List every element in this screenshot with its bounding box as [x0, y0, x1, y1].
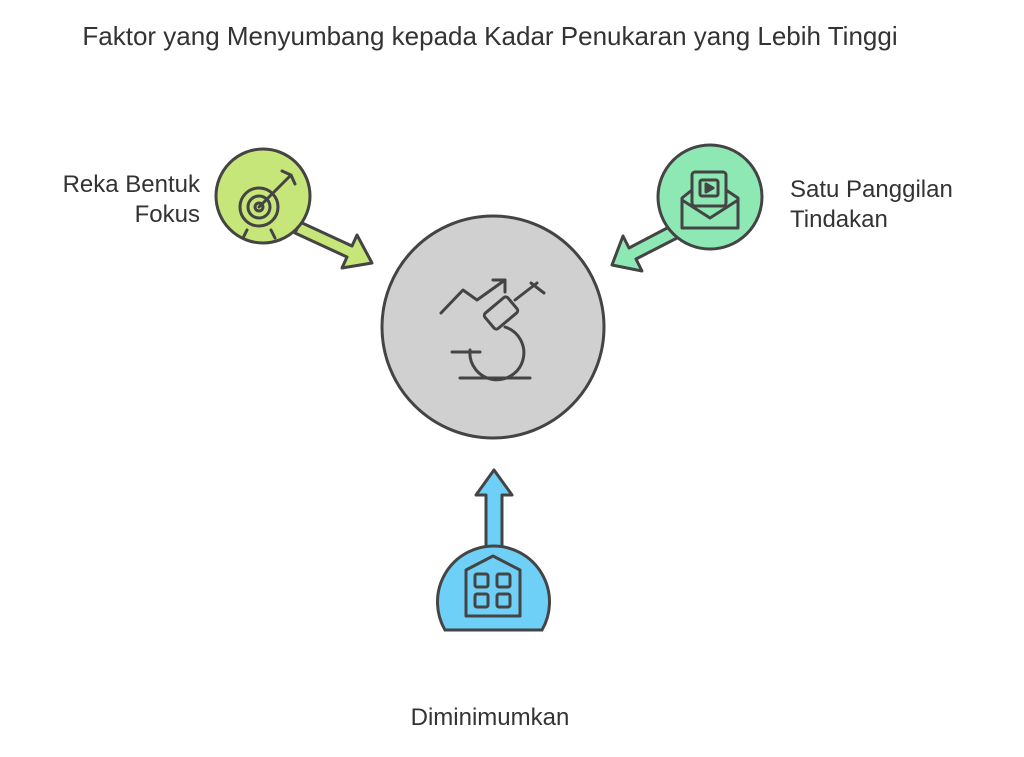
diagram-title: Faktor yang Menyumbang kepada Kadar Penu…	[82, 21, 898, 51]
left-arrow	[293, 220, 374, 270]
target-arrow-icon	[238, 169, 297, 240]
bottom-crop-mask	[370, 727, 610, 757]
label-satu-panggilan-tindakan: Satu Panggilan Tindakan	[790, 176, 953, 233]
right-node	[610, 143, 764, 273]
growth-microscope-icon	[439, 278, 546, 382]
label-diminimumkan: Diminimumkan	[410, 704, 570, 731]
left-node	[214, 147, 374, 270]
bottom-node	[436, 468, 551, 632]
right-arrow	[610, 224, 681, 273]
video-envelope-icon	[680, 170, 740, 230]
center-node	[380, 214, 606, 440]
building-icon	[464, 554, 522, 618]
label-reka-bentuk-fokus: Reka Bentuk Fokus	[62, 171, 200, 228]
